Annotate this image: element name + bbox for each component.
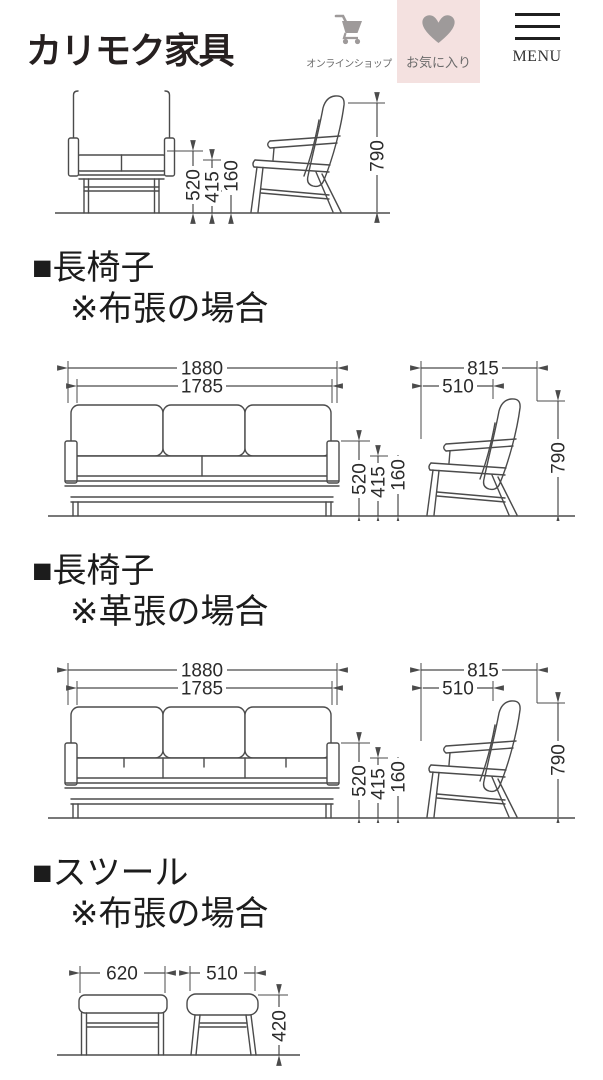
section-heading-sofa-fabric: ■長椅子 ※布張の場合 (32, 248, 603, 330)
diagram-sofa-leather: 1880 1785 815 510 520 415 160 790 (48, 661, 575, 823)
dim-label-415: 415 (369, 466, 390, 498)
section-subtitle: ※布張の場合 (70, 895, 269, 933)
section-title: ■長椅子 (32, 249, 155, 287)
dim-label-815: 815 (467, 661, 499, 682)
section-title: ■スツール (32, 854, 189, 892)
dim-label-520: 520 (350, 765, 371, 797)
sofa-dimensions: 1880 1785 815 510 520 415 160 790 (57, 359, 570, 521)
dim-label-160: 160 (389, 459, 410, 491)
armchair-side-view (250, 95, 345, 213)
section-title: ■長椅子 (32, 552, 155, 590)
site-header: カリモク家具 オンラインショップ お気に入り MENU (0, 0, 603, 83)
dim-label-415: 415 (369, 768, 390, 800)
section-subtitle: ※革張の場合 (70, 593, 269, 631)
nav-menu[interactable]: MENU (508, 0, 566, 83)
nav-menu-label: MENU (512, 48, 562, 65)
dim-label-790: 790 (549, 442, 570, 474)
nav-online-shop[interactable]: オンラインショップ (301, 0, 397, 83)
dim-label-510: 510 (442, 679, 474, 700)
dim-label-420: 420 (270, 1010, 291, 1042)
header-nav: オンラインショップ お気に入り MENU (301, 0, 603, 83)
dim-label-510: 510 (442, 377, 474, 398)
sofa-dimensions: 1880 1785 815 510 520 415 160 790 (57, 661, 570, 823)
dim-label-620: 620 (106, 964, 138, 985)
sofa-front-view (64, 404, 340, 517)
dim-label-1785: 1785 (181, 377, 223, 398)
nav-online-shop-label: オンラインショップ (306, 59, 392, 70)
nav-favorites-label: お気に入り (405, 55, 471, 70)
nav-favorites[interactable]: お気に入り (397, 0, 480, 83)
dim-label-510: 510 (206, 964, 238, 985)
diagram-armchair: 520 415 160 790 (55, 90, 390, 224)
diagram-stool: 620 510 420 (57, 964, 300, 1066)
stool-side-view (186, 993, 259, 1056)
dim-label-520: 520 (184, 169, 205, 201)
section-heading-sofa-leather: ■長椅子 ※革張の場合 (32, 551, 603, 633)
dim-label-815: 815 (467, 359, 499, 380)
site-logo[interactable]: カリモク家具 (26, 31, 235, 72)
dim-label-1785: 1785 (181, 679, 223, 700)
stool-front-view (78, 994, 168, 1056)
section-heading-stool: ■スツール ※布張の場合 (32, 853, 603, 935)
armchair-front-view (67, 90, 176, 214)
dim-label-160: 160 (389, 761, 410, 793)
armchair-dimensions: 520 415 160 790 (167, 92, 389, 224)
dim-label-1880: 1880 (181, 359, 223, 380)
dim-label-790: 790 (549, 744, 570, 776)
dim-label-160: 160 (222, 160, 243, 192)
dim-label-790: 790 (368, 140, 389, 172)
dim-label-1880: 1880 (181, 661, 223, 682)
stool-dimensions: 620 510 420 (69, 964, 291, 1066)
cart-icon (334, 14, 362, 45)
hamburger-icon (514, 13, 560, 40)
section-subtitle: ※布張の場合 (70, 290, 269, 328)
diagram-sofa-fabric: 1880 1785 815 510 520 415 160 790 (48, 359, 575, 521)
dim-label-415: 415 (203, 171, 224, 203)
dim-label-520: 520 (350, 463, 371, 495)
sofa-front-view (64, 706, 340, 819)
heart-icon (422, 15, 455, 43)
